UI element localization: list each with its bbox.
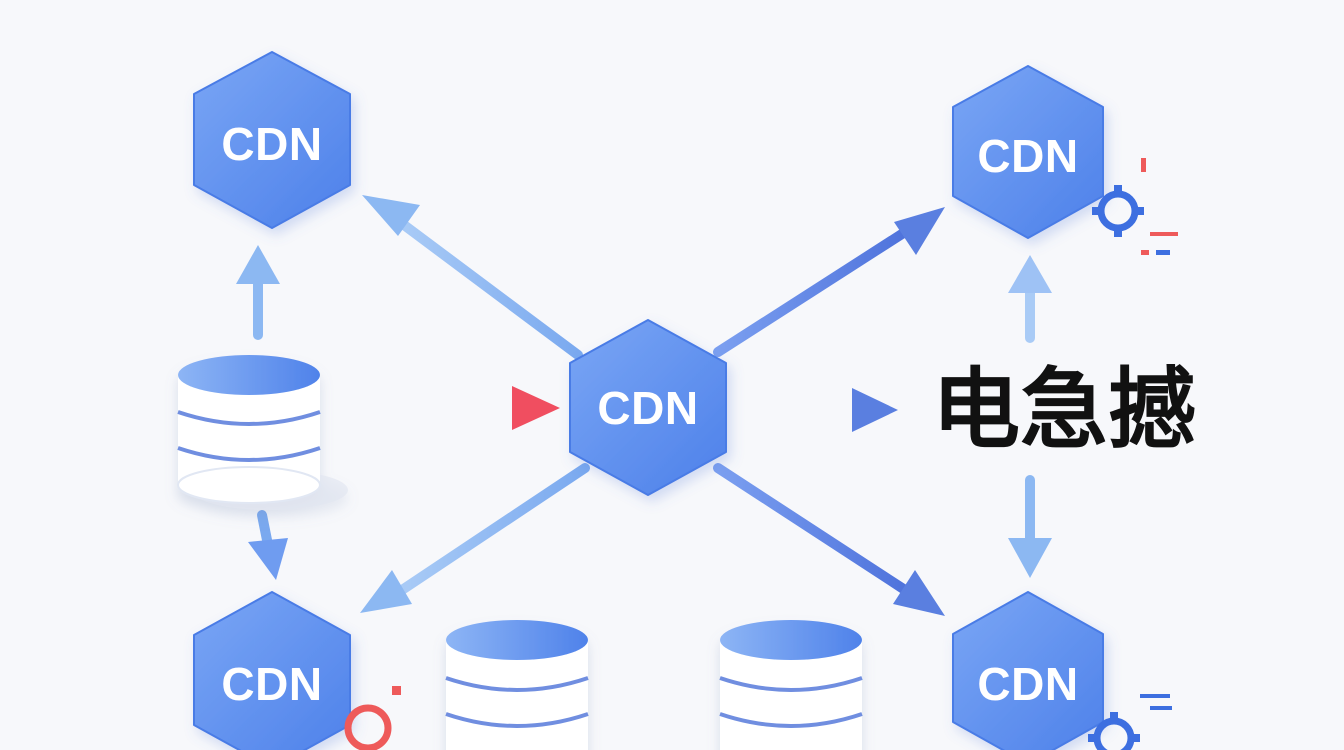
gear-icon-bottom-right: [1088, 694, 1172, 750]
arrow-label-to-bottom-right: [1008, 475, 1052, 578]
cdn-node-label: CDN: [221, 658, 322, 710]
arrow-center-to-top-right: [713, 207, 945, 357]
cdn-node-top-left[interactable]: CDN: [193, 51, 351, 229]
arrow-database-to-bottom-left: [248, 510, 288, 580]
arrow-center-to-bottom-right: [713, 463, 945, 616]
gear-icon-top-right: [1092, 158, 1178, 255]
cdn-node-label: CDN: [221, 118, 322, 170]
arrow-center-to-top-left: [362, 195, 583, 360]
arrow-database-to-center: [352, 386, 560, 430]
cdn-node-label: CDN: [597, 382, 698, 434]
arrow-label-to-top-right: [1008, 255, 1052, 343]
side-label: 电急撼: [932, 358, 1196, 461]
connection-arrows: [236, 195, 1052, 616]
cdn-node-center[interactable]: CDN: [569, 319, 727, 496]
arrow-database-to-top-left: [236, 245, 280, 340]
cdn-node-bottom-left[interactable]: CDN: [193, 591, 351, 750]
cdn-node-top-right[interactable]: CDN: [952, 65, 1104, 239]
database-icon-bottom-center-right: [719, 620, 863, 750]
location-ring-icon-bottom-left: [344, 686, 401, 750]
database-icon-left: [177, 355, 348, 510]
database-icon-bottom-center-left: [445, 620, 589, 750]
arrow-center-to-bottom-left: [360, 463, 590, 613]
cdn-node-label: CDN: [977, 130, 1078, 182]
cdn-node-label: CDN: [977, 658, 1078, 710]
cdn-node-bottom-right[interactable]: CDN: [952, 591, 1104, 750]
arrow-center-to-right: [737, 388, 898, 432]
